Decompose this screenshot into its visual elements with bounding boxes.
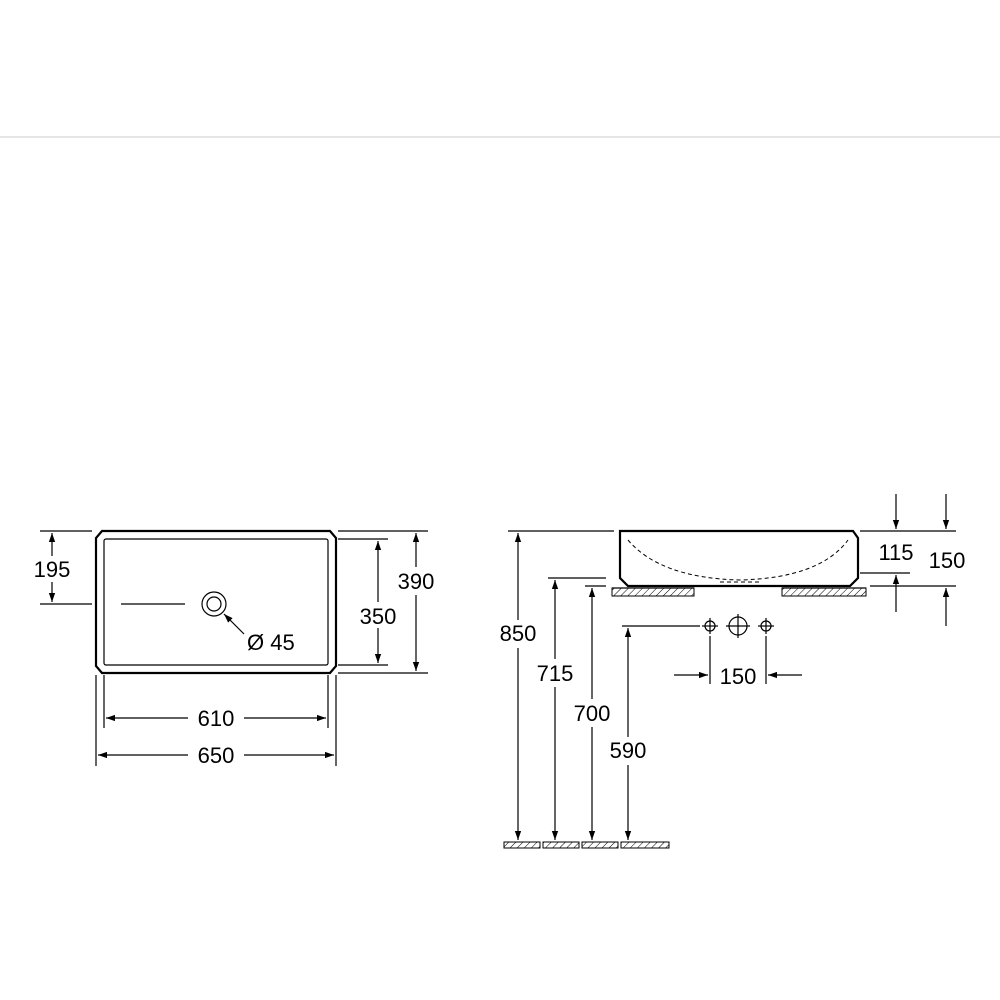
basin-inner-outline: [103, 538, 329, 666]
floor-pad-4: [620, 841, 670, 849]
label-115: 115: [878, 540, 913, 565]
drain-leader: [223, 613, 245, 635]
floor-pad-3: [581, 841, 619, 849]
label-drain-diameter: Ø 45: [247, 630, 295, 655]
floor-pad-1: [503, 841, 541, 849]
drain-inner-circle: [206, 596, 222, 612]
countertop-right-slab: [781, 587, 867, 597]
label-610: 610: [198, 706, 235, 731]
label-590: 590: [610, 738, 647, 763]
basin-outer-outline: [94, 529, 338, 675]
label-150: 150: [929, 548, 966, 573]
tap-holes: [702, 614, 774, 638]
basin-side-profile: [618, 529, 860, 588]
label-350: 350: [360, 604, 397, 629]
floor-pad-2: [542, 841, 580, 849]
side-view: 850 715 700 590 150 115 150: [492, 494, 972, 849]
label-tap-150: 150: [720, 664, 757, 689]
countertop-left-slab: [611, 587, 695, 597]
label-715: 715: [537, 661, 574, 686]
plan-view: 195 390 350 Ø 45 610 650: [24, 529, 442, 769]
basin-bowl-dashed: [627, 539, 849, 581]
label-700: 700: [574, 701, 611, 726]
label-650: 650: [198, 743, 235, 768]
label-850: 850: [500, 621, 537, 646]
label-390: 390: [398, 569, 435, 594]
drain-outer-circle: [201, 591, 227, 617]
label-195: 195: [34, 557, 71, 582]
